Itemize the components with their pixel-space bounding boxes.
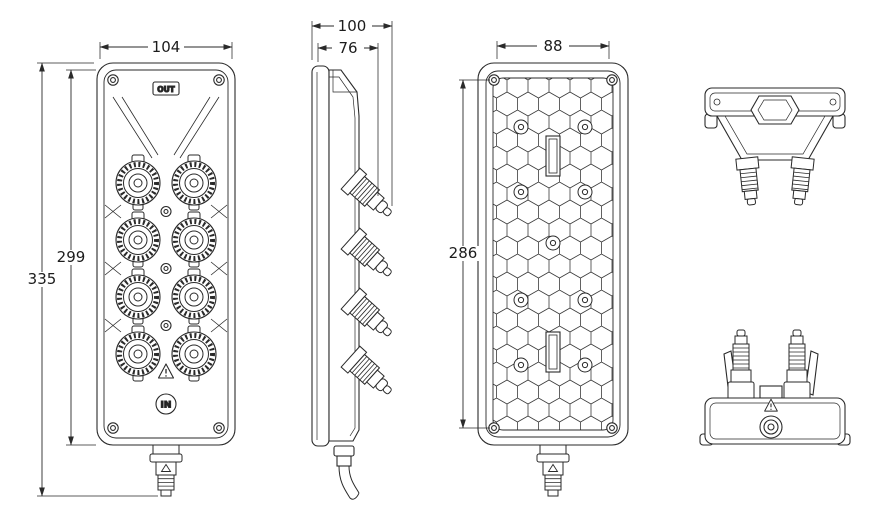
dim-back-width: 88 xyxy=(496,37,610,59)
dim-side-depth-body: 76 xyxy=(317,39,379,196)
dim-front-height-total: 335 xyxy=(26,62,158,497)
cable xyxy=(338,465,360,500)
honeycomb-panel xyxy=(492,77,614,431)
out-port-badge xyxy=(152,81,180,96)
dim-front-width: 104 xyxy=(99,38,233,59)
screw-boss xyxy=(513,292,529,308)
dim-side-depth-body-value: 76 xyxy=(338,39,357,57)
dim-back-height: 286 xyxy=(447,79,490,429)
screw-boss xyxy=(545,235,561,251)
dim-back-height-value: 286 xyxy=(449,244,478,262)
dim-front-height-total-value: 335 xyxy=(28,270,57,288)
connector-end xyxy=(735,156,764,207)
dim-front-width-value: 104 xyxy=(152,38,181,56)
front-view: OUT IN xyxy=(96,62,236,497)
dim-front-height-body: 299 xyxy=(55,69,96,446)
connector-end xyxy=(783,329,811,403)
side-view xyxy=(311,65,400,500)
screw-boss xyxy=(577,292,593,308)
dim-side-depth-total: 100 xyxy=(311,17,393,206)
screw-boss xyxy=(513,357,529,373)
dim-front-height-body-value: 299 xyxy=(57,248,86,266)
bottom-end-view xyxy=(699,329,851,446)
dim-back-width-value: 88 xyxy=(543,37,562,55)
gland-port xyxy=(759,415,783,439)
screw-boss xyxy=(577,184,593,200)
screw-boss xyxy=(513,119,529,135)
out-port-label: OUT xyxy=(157,85,175,94)
top-end-view xyxy=(704,87,846,207)
mount-slot xyxy=(545,331,561,373)
screw-boss xyxy=(513,184,529,200)
screw-boss xyxy=(577,357,593,373)
hex-gland-nut xyxy=(750,95,800,125)
mount-slot xyxy=(545,135,561,177)
cable-gland xyxy=(149,444,183,497)
back-view xyxy=(477,62,629,497)
cable-gland xyxy=(536,444,570,497)
screw-boss xyxy=(577,119,593,135)
in-port-label: IN xyxy=(161,401,172,411)
connector-end xyxy=(786,156,815,207)
dim-side-depth-total-value: 100 xyxy=(338,17,367,35)
in-port-badge xyxy=(155,393,177,415)
